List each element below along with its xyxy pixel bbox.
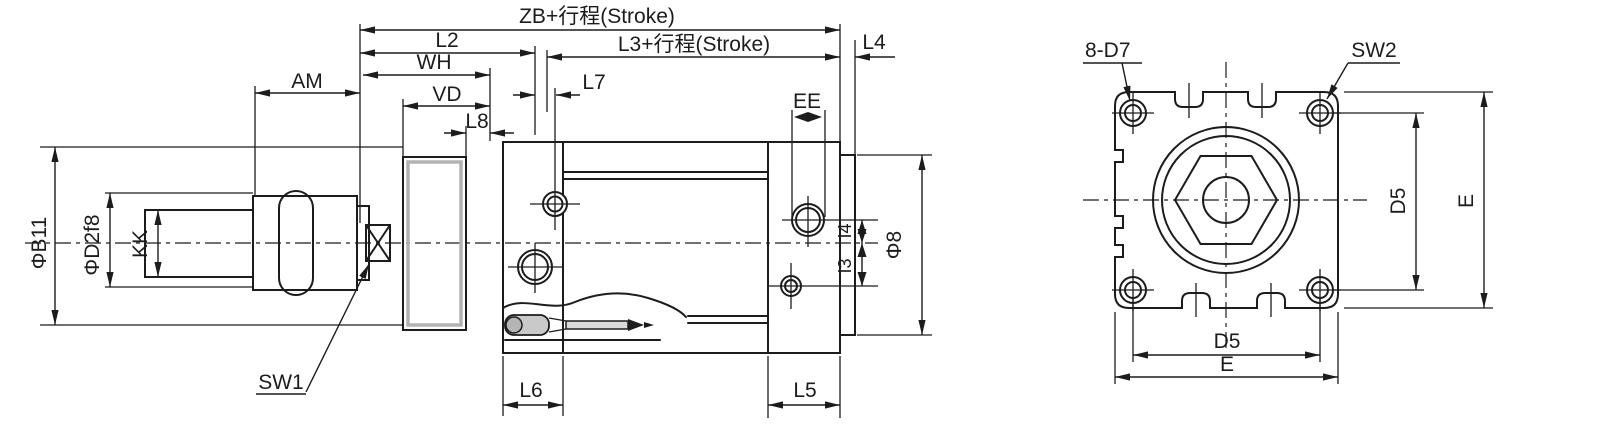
- dim-label-l4: L4: [862, 31, 886, 54]
- dim-label-phi-8: Φ8: [883, 231, 906, 259]
- bore-and-rod: [1152, 126, 1300, 274]
- mounting-hole: [1112, 92, 1154, 134]
- dim-label-e-vertical: E: [1455, 194, 1478, 208]
- ee-arrow: [794, 112, 822, 122]
- dim-label-l6: L6: [519, 379, 542, 402]
- rod-nut: [278, 190, 314, 296]
- dim-label-l8: L8: [465, 110, 488, 133]
- dim-label-d5-vertical: D5: [1387, 188, 1410, 215]
- dim-label-l2: L2: [435, 29, 458, 52]
- end-dimension-lines: [1083, 62, 1488, 381]
- cylinder-tube: [562, 141, 769, 354]
- dim-label-i3: I3: [835, 258, 855, 273]
- rear-cap: [767, 141, 841, 354]
- end-view: 8-D7 SW2 D5 E D5 E: [1083, 39, 1493, 384]
- extension-lines: [40, 24, 932, 418]
- dim-label-e-horizontal: E: [1220, 353, 1234, 376]
- dim-label-8-d7: 8-D7: [1085, 39, 1131, 62]
- front-cap: [502, 141, 564, 354]
- front-port: [508, 243, 562, 293]
- front-cushion-screw: [530, 88, 580, 230]
- front-flange: [402, 156, 467, 331]
- rear-cover-plate: [839, 154, 856, 336]
- sensor-cutaway: [502, 292, 687, 341]
- sw1-wrench-flat: [365, 224, 391, 262]
- dim-label-l5: L5: [793, 379, 816, 402]
- dim-label-d5-horizontal: D5: [1214, 330, 1241, 353]
- rod-nut-hexagon: [1173, 155, 1279, 245]
- end-extension-lines: [1114, 91, 1493, 384]
- dim-label-zb: ZB+行程(Stroke): [519, 5, 675, 28]
- rear-cushion-screw: [768, 263, 878, 309]
- dim-label-wh: WH: [417, 51, 452, 74]
- dim-label-am: AM: [291, 70, 323, 93]
- dim-label-i4: I4: [835, 223, 855, 238]
- rod-collar: [356, 205, 370, 281]
- dim-label-phi-d2f8: ΦD2f8: [81, 214, 104, 275]
- dimension-lines: [51, 26, 926, 409]
- dim-label-sw1: SW1: [258, 371, 304, 394]
- dim-label-l3: L3+行程(Stroke): [618, 33, 770, 56]
- dim-label-kk: KK: [129, 230, 152, 258]
- dim-label-ee: EE: [793, 90, 821, 113]
- dim-label-l7: L7: [582, 71, 605, 94]
- dim-label-vd: VD: [432, 83, 461, 106]
- dim-label-sw2: SW2: [1351, 39, 1397, 62]
- notch-ticks: [1188, 83, 1272, 317]
- magnetic-sensor: [504, 314, 654, 336]
- side-view: ZB+行程(Stroke) L2 L3+行程(Stroke) L4 WH AM …: [25, 5, 932, 418]
- end-cap-face: [1114, 91, 1339, 309]
- dim-label-phi-b11: ΦB11: [28, 217, 51, 270]
- rear-port: [782, 196, 878, 247]
